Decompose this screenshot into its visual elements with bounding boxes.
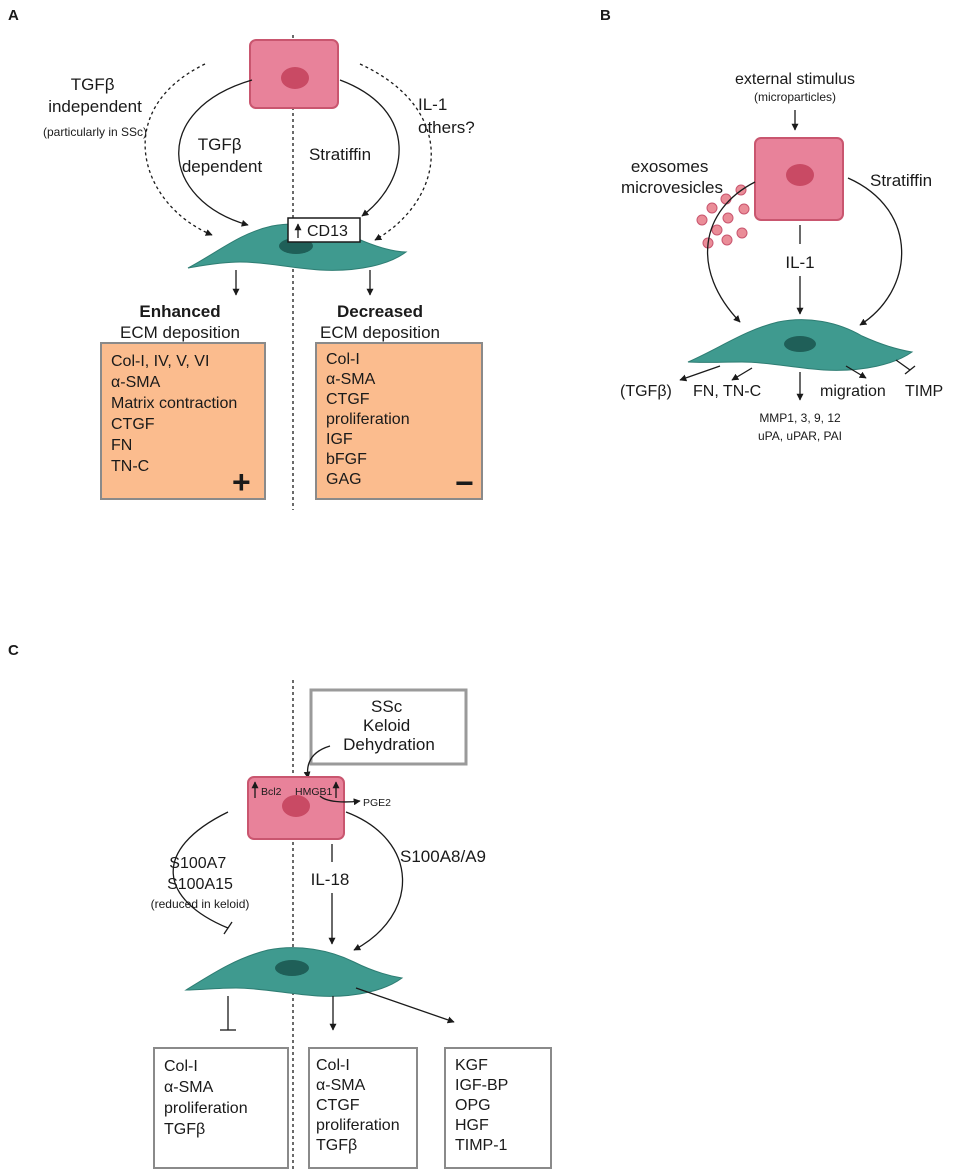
secreted-box: [444, 1047, 552, 1169]
induced-box: [308, 1047, 418, 1169]
decreased-sign: −: [455, 465, 474, 501]
fibroblast-b: [687, 319, 914, 371]
decreased-box: [315, 342, 483, 500]
cd13-badge: CD13: [287, 217, 361, 243]
panel-b: B external stimulus (microparticles) exo…: [600, 7, 943, 443]
decreased-subtitle: ECM deposition: [320, 323, 440, 342]
conditions-list: SSc Keloid Dehydration: [343, 697, 435, 754]
stratiffin-label-b: Stratiffin: [870, 171, 932, 190]
keratinocyte-b: [754, 137, 844, 221]
inhibit-s100a7-bar: [223, 921, 233, 935]
hmgb1-label: HMGB1: [295, 786, 333, 798]
decreased-title: Decreased: [337, 302, 423, 321]
panel-a: A TGFβ independent (particularly in SSc)…: [8, 7, 483, 510]
inhibited-box: [153, 1047, 289, 1169]
cd13-label: CD13: [307, 223, 348, 240]
external-stimulus-label: external stimulus: [735, 71, 855, 88]
tgfb-b-label: (TGFβ): [620, 383, 672, 400]
tgfb-dependent-label: TGFβ dependent: [182, 135, 263, 176]
il18-label: IL-18: [311, 870, 350, 889]
secreted-list: KGF IGF-BP OPG HGF TIMP-1: [455, 1057, 513, 1154]
s100a7-label: S100A7 S100A15: [167, 855, 233, 893]
arrow-stratiffin-b: [847, 177, 903, 326]
ssc-note: (particularly in SSc): [43, 125, 147, 139]
pge2-label: PGE2: [363, 797, 391, 809]
enhanced-title: Enhanced: [139, 302, 220, 321]
inhibit-s100a7: [172, 811, 229, 929]
arrow-secreted: [355, 987, 455, 1024]
inhibit-timp-bar: [904, 365, 916, 375]
microparticles-note: (microparticles): [754, 90, 836, 104]
panel-c: C SSc Keloid Dehydration Bcl2 HMGB1 PGE2…: [8, 642, 552, 1170]
stratiffin-label-a: Stratiffin: [309, 145, 371, 164]
arrow-fn-tnc: [731, 367, 753, 381]
bcl2-label: Bcl2: [261, 786, 282, 798]
il1-label: IL-1: [785, 253, 814, 272]
arrow-stratiffin-a: [339, 79, 400, 217]
enhanced-box: [100, 342, 266, 500]
arrow-pge2: [319, 795, 361, 806]
arrow-il1-others: [359, 63, 432, 241]
arrow-s100a8a9: [345, 811, 404, 951]
vesicles-label: exosomes microvesicles: [621, 157, 723, 197]
il1-others-label: IL-1 others?: [418, 95, 475, 137]
arrow-tgfb-independent: [144, 63, 213, 236]
fibroblast-c: [184, 947, 404, 997]
upa-label: uPA, uPAR, PAI: [758, 429, 842, 443]
arrow-tgfb-dependent: [178, 79, 253, 227]
conditions-box: [309, 688, 468, 766]
arrow-migration: [845, 365, 867, 379]
keratinocyte-a: [249, 39, 339, 109]
panel-b-letter: B: [600, 7, 611, 24]
arrow-conditions: [303, 745, 331, 779]
migration-label: migration: [820, 383, 886, 400]
arrow-vesicles: [706, 181, 756, 323]
s100a8a9-label: S100A8/A9: [400, 847, 486, 866]
arrow-tgfb-b: [679, 365, 721, 382]
keloid-note: (reduced in keloid): [151, 897, 250, 911]
mmp-label: MMP1, 3, 9, 12: [759, 411, 841, 425]
inhibited-list: Col-I α-SMA proliferation TGFβ: [164, 1058, 252, 1138]
vesicle-dots: [696, 184, 750, 249]
decreased-list: Col-I α-SMA CTGF proliferation IGF bFGF …: [326, 351, 414, 488]
induced-list: Col-I α-SMA CTGF proliferation TGFβ: [316, 1057, 404, 1154]
keratinocyte-c: [247, 776, 345, 840]
fn-tnc-label: FN, TN-C: [693, 383, 761, 400]
panel-c-letter: C: [8, 642, 19, 659]
tgfb-independent-label: TGFβ independent: [48, 75, 142, 116]
inhibit-timp: [895, 359, 911, 371]
timp-label: TIMP: [905, 383, 943, 400]
enhanced-list: Col-I, IV, V, VI α-SMA Matrix contractio…: [111, 353, 242, 475]
panel-a-letter: A: [8, 7, 19, 24]
enhanced-subtitle: ECM deposition: [120, 323, 240, 342]
enhanced-sign: +: [232, 464, 251, 500]
